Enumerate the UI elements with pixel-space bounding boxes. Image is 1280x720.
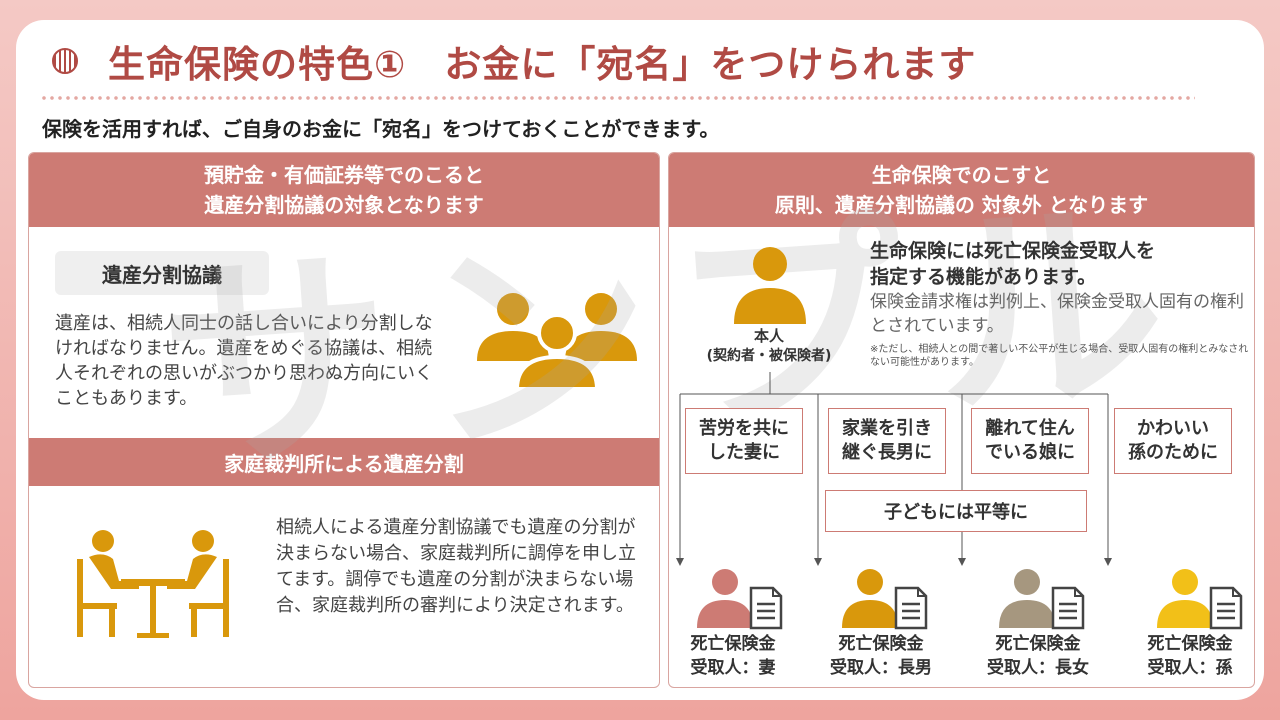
reason-daughter-line1: 離れて住ん xyxy=(985,418,1075,439)
reason-daughter-line2: でいる娘に xyxy=(985,442,1075,463)
beneficiary-grandchild-line2: 受取人：孫 xyxy=(1147,658,1233,678)
feature-note: ※ただし、相続人との間で著しい不公平が生じる場合、受取人固有の権利とみなされない… xyxy=(870,344,1249,368)
reason-grandchild-line2: 孫のために xyxy=(1128,442,1218,463)
right-panel-header: 生命保険でのこすと 原則、遺産分割協議の 対象外 となります xyxy=(669,153,1254,227)
beneficiary-daughter-icon xyxy=(999,569,1085,630)
beneficiary-son-icon xyxy=(842,569,928,630)
beneficiary-wife-icon xyxy=(697,569,783,630)
reason-son-line1: 家業を引き xyxy=(842,418,932,439)
beneficiary-wife-line1: 死亡保険金 xyxy=(690,634,776,654)
insured-role: (契約者・被保険者) xyxy=(706,348,832,364)
beneficiary-wife-label: 死亡保険金 受取人：妻 xyxy=(668,632,798,680)
group-people-icon xyxy=(477,293,637,391)
feature-heading: 生命保険には死亡保険金受取人を 指定する機能があります。 xyxy=(870,238,1155,290)
beneficiary-grandchild-icon xyxy=(1157,569,1243,630)
page-title: 生命保険の特色① お金に「宛名」をつけられます xyxy=(108,43,977,86)
left-header-line1: 預貯金・有価証券等でのこると xyxy=(204,163,484,187)
beneficiary-wife-line2: 受取人：妻 xyxy=(690,658,776,678)
inheritance-description: 遺産は、相続人同士の話し合いにより分割しなければなりません。遺産をめぐる協議は、… xyxy=(55,313,433,409)
title-bullet-icon xyxy=(52,48,78,74)
insured-person-label: 本人 (契約者・被保険者) xyxy=(698,326,840,366)
beneficiary-grandchild-line1: 死亡保険金 xyxy=(1147,634,1233,654)
reason-box-daughter: 離れて住んでいる娘に xyxy=(971,408,1089,474)
inheritance-division-chip: 遺産分割協議 xyxy=(55,251,269,295)
reason-wife-line2: した妻に xyxy=(708,442,780,463)
meeting-table-icon xyxy=(77,530,229,638)
reason-box-eldest-son: 家業を引き継ぐ長男に xyxy=(828,408,946,474)
reason-son-line2: 継ぐ長男に xyxy=(842,442,932,463)
beneficiary-son-line1: 死亡保険金 xyxy=(838,634,924,654)
beneficiary-daughter-line2: 受取人：長女 xyxy=(987,658,1089,678)
reason-grandchild-line1: かわいい xyxy=(1137,418,1209,439)
insured-person-icon xyxy=(734,247,806,324)
family-court-description: 相続人による遺産分割協議でも遺産の分割が決まらない場合、家庭裁判所に調停を申し立… xyxy=(276,517,636,616)
page-subtitle: 保険を活用すれば、ご自身のお金に「宛名」をつけておくことができます。 xyxy=(42,117,720,141)
feature-line1: 生命保険には死亡保険金受取人を xyxy=(870,240,1156,262)
left-panel: 預貯金・有価証券等でのこると 遺産分割協議の対象となります 遺産分割協議 遺産は… xyxy=(28,152,660,688)
feature-line2: 指定する機能があります。 xyxy=(870,266,1097,288)
insured-name: 本人 xyxy=(753,327,784,345)
reason-box-wife: 苦労を共にした妻に xyxy=(685,408,803,474)
beneficiary-daughter-label: 死亡保険金 受取人：長女 xyxy=(973,632,1103,680)
reason-wife-line1: 苦労を共に xyxy=(699,418,789,439)
feature-description: 保険金請求権は判例上、保険金受取人固有の権利とされています。 xyxy=(870,292,1244,336)
family-court-header: 家庭裁判所による遺産分割 xyxy=(29,438,659,486)
left-panel-header: 預貯金・有価証券等でのこると 遺産分割協議の対象となります xyxy=(29,153,659,227)
right-header-line1: 生命保険でのこすと xyxy=(871,163,1052,187)
beneficiary-daughter-line1: 死亡保険金 xyxy=(995,634,1081,654)
beneficiary-son-label: 死亡保険金 受取人：長男 xyxy=(816,632,946,680)
left-header-line2: 遺産分割協議の対象となります xyxy=(204,193,484,217)
beneficiary-son-line2: 受取人：長男 xyxy=(830,658,932,678)
right-header-line2: 原則、遺産分割協議の 対象外 となります xyxy=(774,193,1149,217)
dotted-divider xyxy=(40,95,1195,101)
beneficiary-grandchild-label: 死亡保険金 受取人：孫 xyxy=(1125,632,1255,680)
equal-for-children-box: 子どもには平等に xyxy=(825,490,1087,532)
reason-box-grandchild: かわいい孫のために xyxy=(1114,408,1232,474)
